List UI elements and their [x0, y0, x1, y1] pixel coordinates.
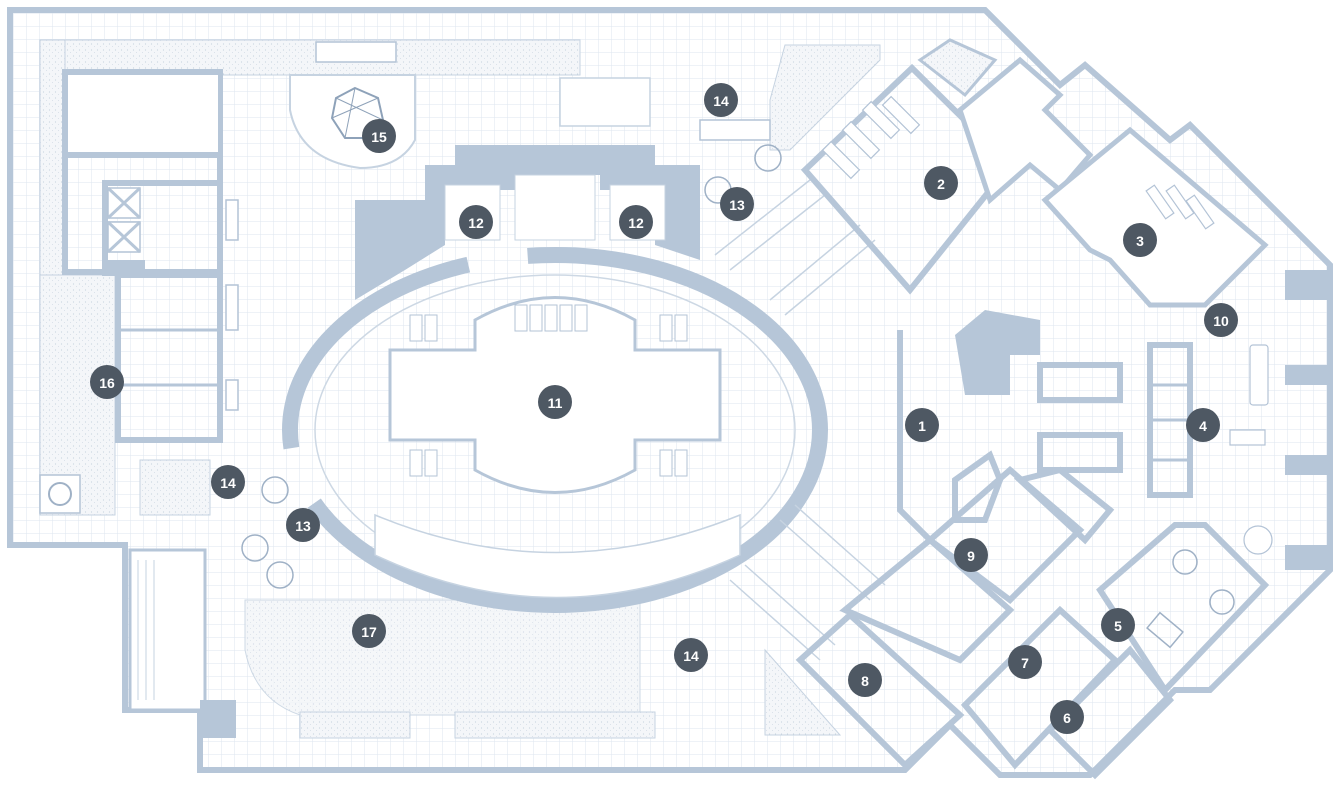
- map-marker-2[interactable]: 2: [924, 166, 958, 200]
- map-marker-15[interactable]: 15: [362, 119, 396, 153]
- map-marker-9[interactable]: 9: [954, 538, 988, 572]
- marker-label: 11: [548, 395, 563, 411]
- map-marker-13[interactable]: 13: [720, 187, 754, 221]
- marker-label: 1: [918, 418, 926, 434]
- marker-badge: [362, 119, 396, 153]
- marker-badge: [211, 465, 245, 499]
- left-wing-rooms: [39, 69, 239, 514]
- marker-badge: [459, 205, 493, 239]
- marker-label: 2: [937, 176, 945, 192]
- marker-label: 3: [1136, 233, 1144, 249]
- marker-badge: [848, 663, 882, 697]
- marker-badge: [704, 83, 738, 117]
- lower-right-wing: [795, 466, 1270, 780]
- marker-label: 14: [220, 475, 236, 491]
- marker-badge: [905, 408, 939, 442]
- map-marker-12[interactable]: 12: [459, 205, 493, 239]
- map-marker-11[interactable]: 11: [538, 385, 572, 419]
- map-marker-10[interactable]: 10: [1204, 303, 1238, 337]
- map-marker-14[interactable]: 14: [211, 465, 245, 499]
- map-marker-14[interactable]: 14: [704, 83, 738, 117]
- marker-label: 6: [1063, 710, 1071, 726]
- map-marker-8[interactable]: 8: [848, 663, 882, 697]
- marker-badge: [954, 538, 988, 572]
- map-marker-17[interactable]: 17: [352, 614, 386, 648]
- marker-label: 16: [99, 375, 115, 391]
- marker-label: 14: [683, 648, 699, 664]
- marker-label: 10: [1213, 313, 1229, 329]
- marker-label: 12: [628, 215, 644, 231]
- marker-label: 17: [361, 624, 377, 640]
- marker-label: 13: [729, 197, 745, 213]
- marker-label: 14: [713, 93, 729, 109]
- map-marker-16[interactable]: 16: [90, 365, 124, 399]
- map-marker-14[interactable]: 14: [674, 638, 708, 672]
- marker-badge: [1050, 700, 1084, 734]
- map-marker-3[interactable]: 3: [1123, 223, 1157, 257]
- walkways: [714, 179, 886, 661]
- marker-badge: [352, 614, 386, 648]
- marker-badge: [1204, 303, 1238, 337]
- marker-badge: [720, 187, 754, 221]
- marker-label: 12: [468, 215, 484, 231]
- marker-badge: [1186, 408, 1220, 442]
- map-marker-13[interactable]: 13: [286, 508, 320, 542]
- marker-label: 13: [295, 518, 311, 534]
- bottom-left-zone: [128, 144, 782, 738]
- map-marker-6[interactable]: 6: [1050, 700, 1084, 734]
- marker-badge: [90, 365, 124, 399]
- map-marker-5[interactable]: 5: [1101, 608, 1135, 642]
- map-marker-1[interactable]: 1: [905, 408, 939, 442]
- marker-label: 7: [1021, 655, 1029, 671]
- map-marker-4[interactable]: 4: [1186, 408, 1220, 442]
- map-marker-7[interactable]: 7: [1008, 645, 1042, 679]
- gym-wing: [800, 38, 1269, 308]
- map-marker-12[interactable]: 12: [619, 205, 653, 239]
- marker-label: 9: [967, 548, 975, 564]
- marker-label: 8: [861, 673, 869, 689]
- marker-label: 15: [371, 129, 387, 145]
- marker-badge: [538, 385, 572, 419]
- lobby-core: [897, 270, 1330, 570]
- marker-badge: [674, 638, 708, 672]
- marker-badge: [924, 166, 958, 200]
- marker-badge: [619, 205, 653, 239]
- marker-label: 5: [1114, 618, 1122, 634]
- marker-label: 4: [1199, 418, 1207, 434]
- marker-badge: [1101, 608, 1135, 642]
- marker-badge: [286, 508, 320, 542]
- marker-badge: [1008, 645, 1042, 679]
- marker-badge: [1123, 223, 1157, 257]
